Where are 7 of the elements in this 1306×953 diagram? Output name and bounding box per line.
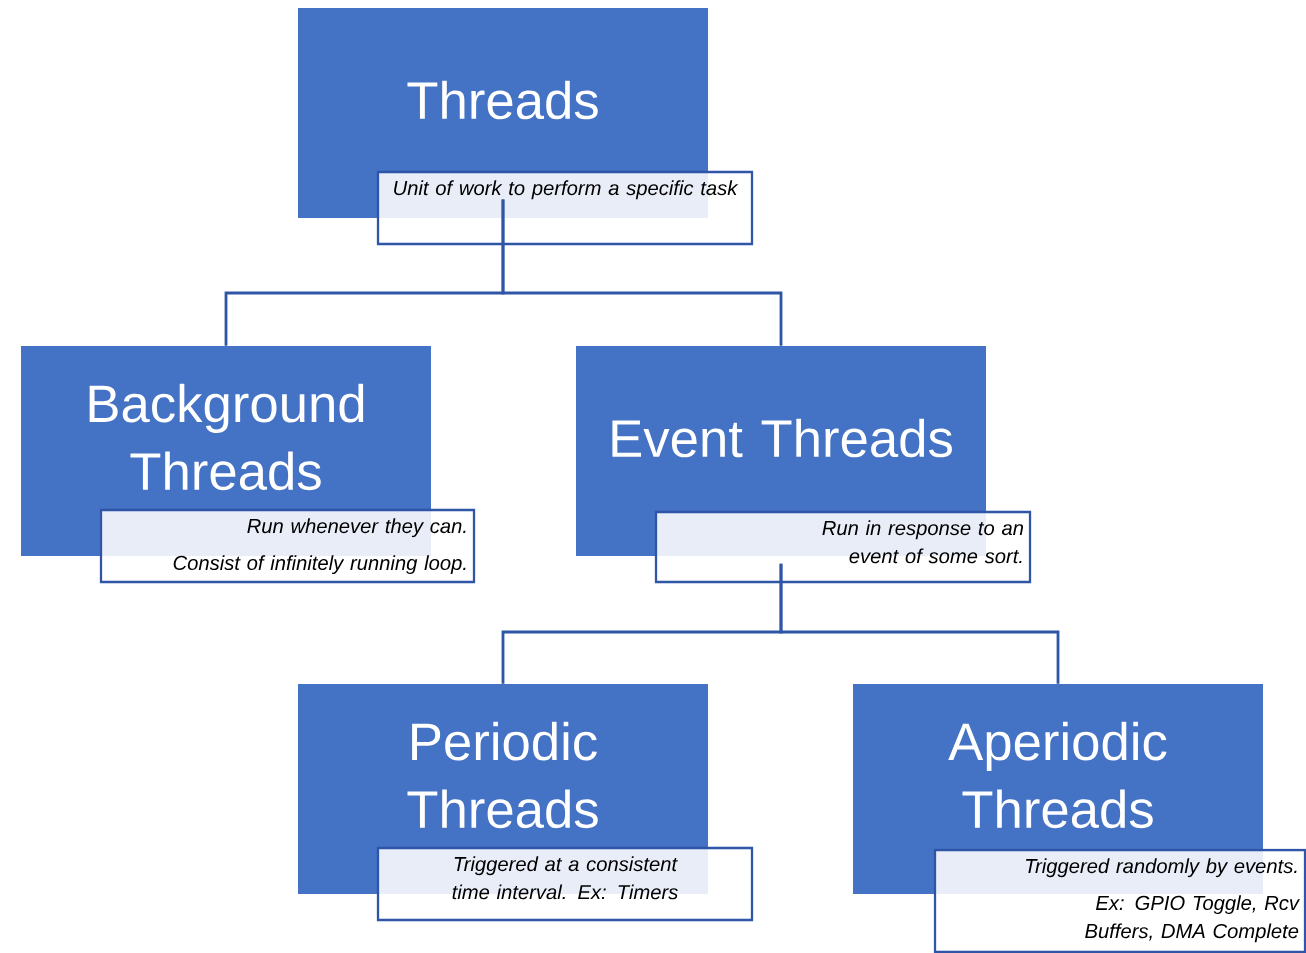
- note-box: Run whenever they can. Consist of infinitely running loop.: [99, 508, 476, 584]
- note-box: Triggered randomly by events. Ex: GPIO Toggle, Rcv Buffers, DMA Complete: [933, 848, 1306, 953]
- note-box: Run in response to an event of some sort.: [654, 510, 1032, 584]
- connector-line: [501, 199, 783, 346]
- note-box: Triggered at a consistent time interval. Ex: Timers: [376, 846, 754, 922]
- note-box: Unit of work to perform a specific task: [376, 170, 754, 246]
- connector-line: [779, 563, 1060, 684]
